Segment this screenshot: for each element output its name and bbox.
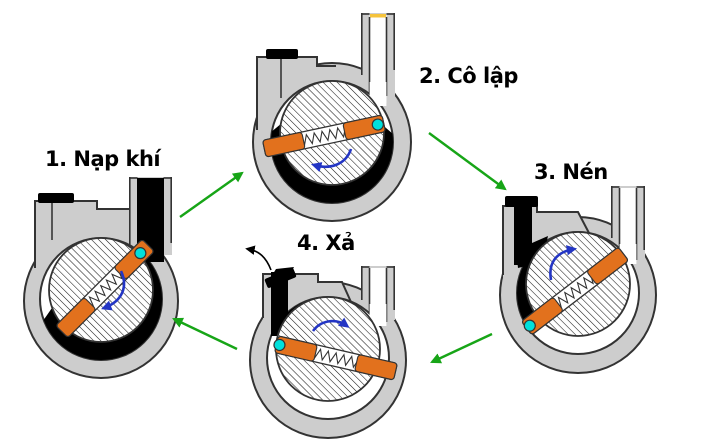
- vane-spring: [88, 273, 124, 308]
- flow-arrow-3-4: [430, 332, 493, 364]
- vane-pivot-dot: [371, 118, 384, 131]
- stage-2-label: 2. Cô lập: [419, 64, 518, 88]
- vane-spring: [313, 347, 357, 369]
- gas-region: [275, 298, 315, 328]
- gas-region: [270, 124, 393, 203]
- stage-3-label: 3. Nén: [534, 160, 608, 184]
- rotation-arrow-icon: [101, 270, 126, 311]
- exhaust-flow-arrow: [245, 245, 272, 271]
- intake-port: [369, 304, 387, 326]
- exhaust-valve-closed: [266, 49, 298, 59]
- pump-stage-4-exhaust: [245, 245, 407, 439]
- exhaust-valve-closed: [38, 193, 74, 203]
- intake-port: [369, 82, 387, 106]
- vane: [262, 114, 386, 158]
- pump-stage-2-isolation: [252, 13, 412, 222]
- vane-spring: [557, 276, 595, 308]
- vane-spring: [303, 126, 346, 146]
- pump-stage-3-compression: [499, 186, 657, 374]
- vane: [521, 247, 629, 335]
- vane-pivot-dot: [134, 247, 147, 260]
- stage-1-label: 1. Nạp khí: [45, 147, 162, 171]
- exhaust-valve-closed: [505, 196, 538, 207]
- rotation-arrow-icon: [311, 317, 350, 332]
- vane-pivot-dot: [273, 338, 286, 352]
- rotation-arrow-icon: [311, 148, 353, 173]
- tube-top-seal: [370, 14, 386, 18]
- vane-pivot-dot: [523, 319, 536, 332]
- flow-arrow-2-3: [428, 132, 507, 191]
- rotation-arrow-icon: [549, 245, 578, 281]
- gas-region: [517, 239, 551, 330]
- intake-tube: [360, 13, 396, 103]
- vane: [56, 239, 154, 338]
- flow-arrow-4-1: [172, 317, 238, 351]
- pump-stage-1-intake: [23, 177, 179, 379]
- stage-4-label: 4. Xả: [297, 231, 355, 255]
- exhaust-valve-open: [264, 268, 297, 288]
- flow-arrow-1-2: [179, 171, 244, 218]
- vane: [273, 335, 398, 381]
